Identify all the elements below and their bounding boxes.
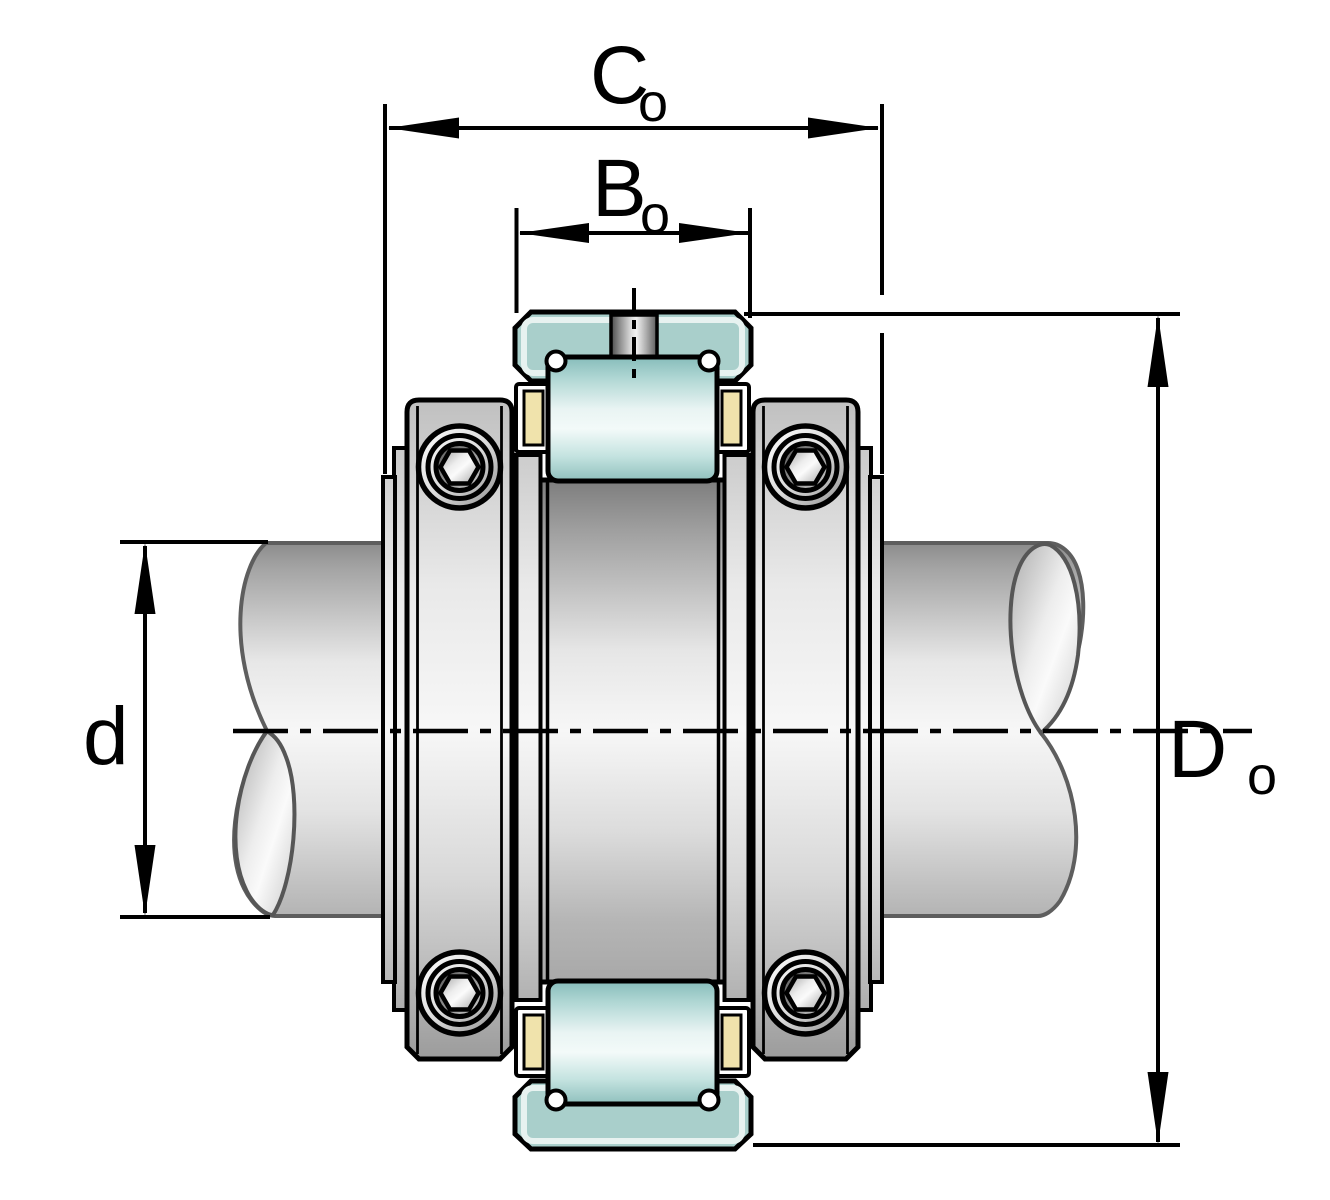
label-co: C (590, 30, 649, 121)
screw-head-ring (425, 959, 494, 1027)
screw-hex-socket (783, 974, 828, 1012)
cage-bar (522, 1013, 545, 1071)
label-do: D (1168, 704, 1227, 795)
sleeve-lip-right (722, 453, 751, 1002)
arrowhead-up-icon (1147, 315, 1169, 387)
socket-screw-top-left (415, 423, 504, 511)
arrowhead-right-icon (808, 117, 879, 139)
arrowhead-down-icon (1147, 1072, 1169, 1144)
screw-head-ring (771, 433, 840, 501)
sleeve-lip-left (514, 453, 543, 1002)
cage-bar (522, 389, 545, 447)
label-bo-subscript: o (640, 185, 670, 245)
screw-head-ring (771, 959, 840, 1027)
arrowhead-left-icon (519, 223, 589, 243)
dimension-do: D o (744, 312, 1277, 1147)
cage-bar (720, 389, 743, 447)
groove-corner-radius (544, 349, 568, 373)
groove-corner-radius (697, 1088, 721, 1112)
screw-head-ring (425, 433, 494, 501)
dimension-d: d (83, 540, 270, 919)
arrowhead-left-icon (388, 117, 459, 139)
socket-screw-bottom-right (761, 949, 850, 1037)
screw-hex-socket (783, 448, 828, 486)
dimension-bo: B o (514, 143, 752, 318)
shaft-break-curl-right (1008, 542, 1082, 736)
label-bo: B (592, 143, 647, 234)
socket-screw-top-right (761, 423, 850, 511)
label-co-subscript: o (638, 73, 668, 133)
cage (514, 382, 751, 1078)
arrowhead-right-icon (679, 223, 749, 243)
screw-hex-socket (437, 448, 482, 486)
label-do-subscript: o (1247, 746, 1277, 806)
arrowhead-up-icon (134, 543, 156, 614)
cage-bar (720, 1013, 743, 1071)
screw-hex-socket (437, 974, 482, 1012)
roller-bottom (545, 978, 720, 1107)
socket-screw-bottom-left (415, 949, 504, 1037)
arrowhead-down-icon (134, 845, 156, 916)
label-d: d (83, 691, 129, 782)
groove-corner-radius (544, 1088, 568, 1112)
dimension-co: C o (383, 30, 884, 474)
groove-corner-radius (697, 349, 721, 373)
shaft-break-curl-left (233, 728, 297, 918)
